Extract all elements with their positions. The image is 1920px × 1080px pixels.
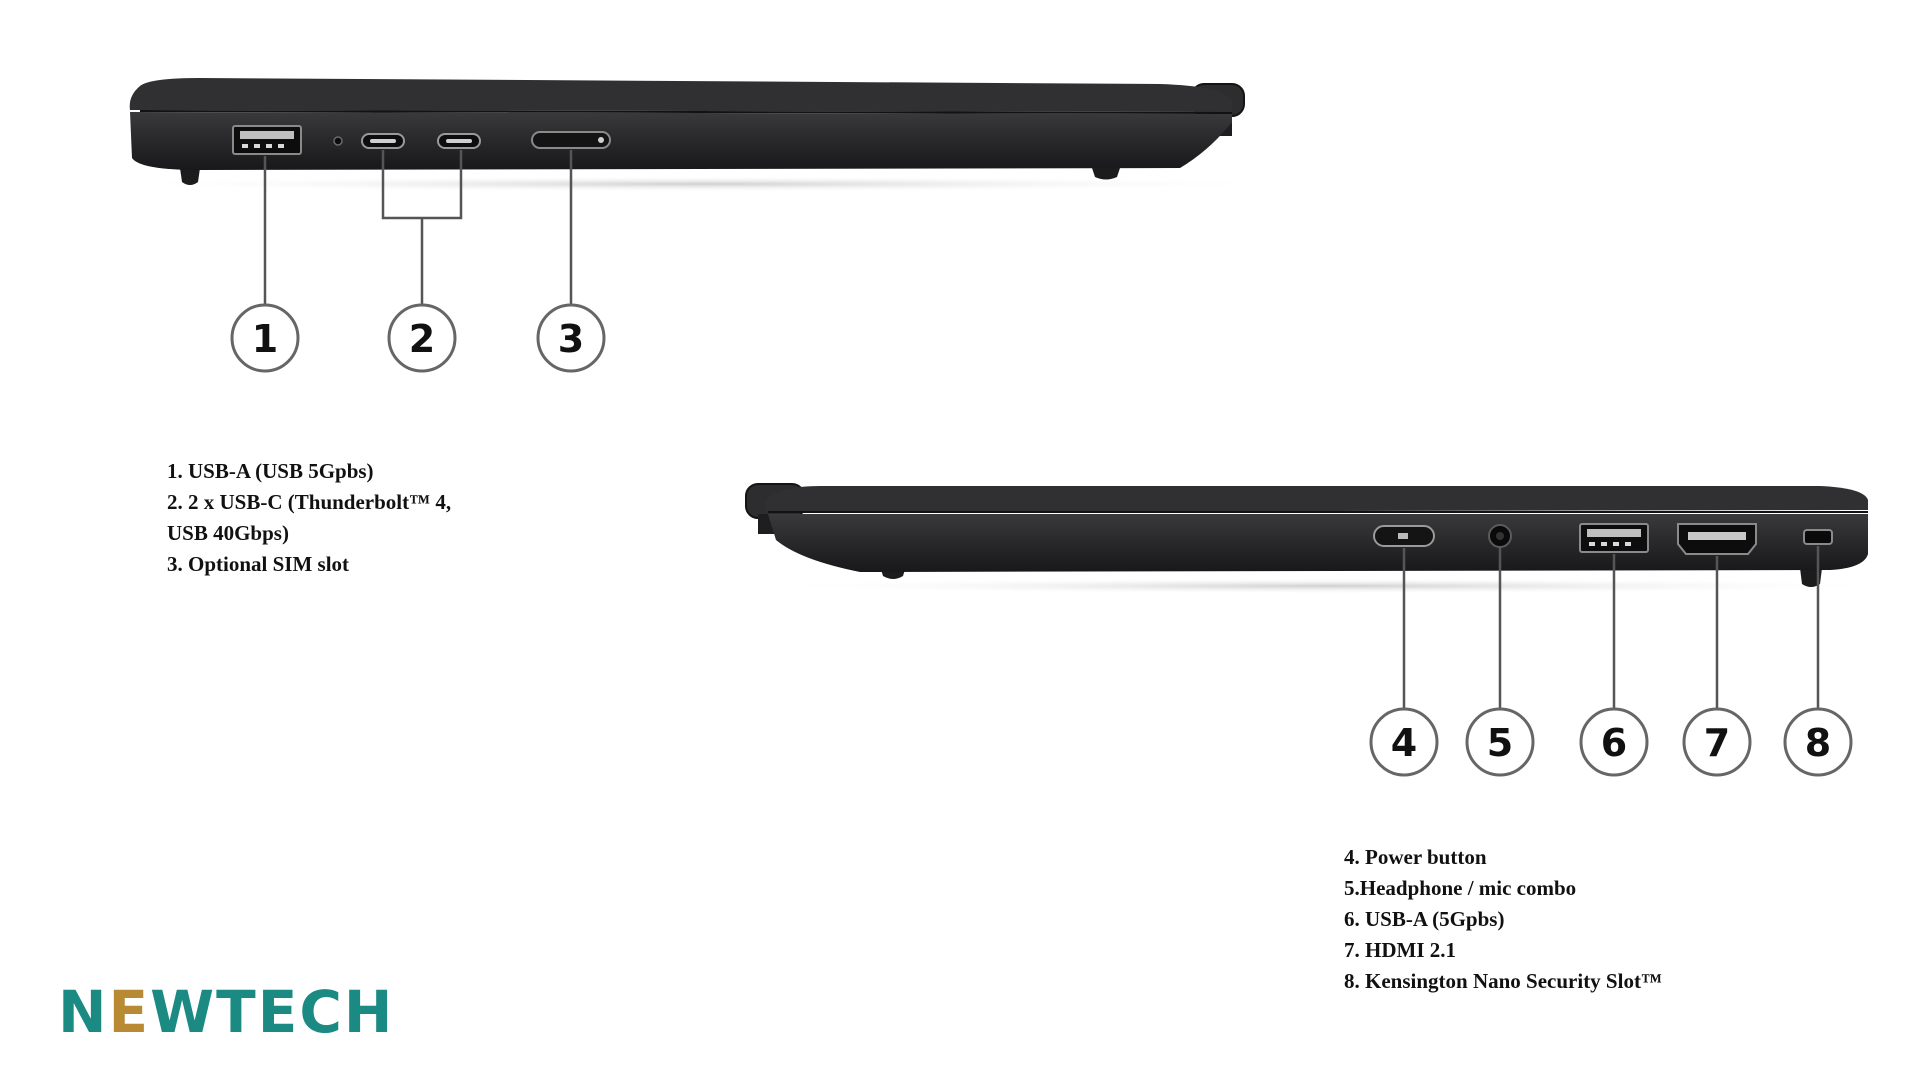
foot-right-2 [1800,568,1822,587]
callout-circle-3 [536,303,606,373]
usb-c-tongue-1 [370,139,396,143]
usb-a-port-left [232,125,302,155]
legend-item-6: 6. USB-A (5Gpbs) [1344,907,1505,931]
newtech-logo: NEWTECH [58,978,394,1046]
leader-lines-left [263,150,573,305]
callout-number-4: 4 [1391,721,1417,765]
laptop-left-side [100,78,1300,192]
usb-a-pins-right [1589,542,1631,546]
callout-6: 6 [1579,707,1649,777]
usb-a-pins-left [242,144,284,148]
legend-right: 4. Power button 5.Headphone / mic combo … [1344,842,1764,997]
hdmi-tongue [1688,532,1746,540]
laptop-base-left [130,112,1232,170]
sim-slot [531,131,611,149]
callout-number-1: 1 [252,317,278,361]
laptop-shadow-right [750,578,1910,594]
callouts-right: 4 5 6 7 8 [1369,707,1853,777]
legend-item-7: 7. HDMI 2.1 [1344,938,1456,962]
callout-8: 8 [1783,707,1853,777]
callout-number-5: 5 [1487,721,1513,765]
callout-1: 1 [230,303,300,373]
callout-number-7: 7 [1704,721,1730,765]
callout-5: 5 [1465,707,1535,777]
kensington-slot [1803,529,1833,545]
legend-item-2-continued: USB 40Gbps) [167,521,289,545]
callout-circle-4 [1369,707,1439,777]
callout-number-6: 6 [1601,721,1627,765]
legend-item-4: 4. Power button [1344,845,1487,869]
logo-text: NEWTECH [58,978,394,1046]
callout-number-8: 8 [1805,721,1831,765]
callout-circle-2 [387,303,457,373]
laptop-lid-left [129,78,1233,112]
laptop-right-side [745,483,1910,594]
lid-seam-left [139,110,1233,114]
callout-number-2: 2 [409,317,435,361]
foot-left-1 [180,168,200,185]
legend-item-2: 2. 2 x USB-C (Thunderbolt™ 4, [167,490,452,514]
callout-circle-1 [230,303,300,373]
leader-lines-right [1402,546,1820,710]
callout-circle-7 [1682,707,1752,777]
legend-left: 1. USB-A (USB 5Gpbs) 2. 2 x USB-C (Thund… [167,456,507,580]
callout-circle-5 [1465,707,1535,777]
legend-item-8: 8. Kensington Nano Security Slot™ [1344,969,1662,993]
callout-3: 3 [536,303,606,373]
callout-circle-6 [1579,707,1649,777]
callout-7: 7 [1682,707,1752,777]
callout-circle-8 [1783,707,1853,777]
status-led-left [333,136,343,146]
callout-4: 4 [1369,707,1439,777]
logo-letter-e: E [108,978,151,1046]
usb-a-port-right [1579,523,1649,553]
callout-2: 2 [387,303,457,373]
headphone-jack-core [1496,532,1504,540]
usb-c-tongue-2 [446,139,472,143]
sim-eject-hole [598,137,604,143]
legend-item-3: 3. Optional SIM slot [167,552,350,576]
usb-a-tongue-right [1587,529,1641,537]
legend-item-1: 1. USB-A (USB 5Gpbs) [167,459,374,483]
callouts-left: 1 2 3 [230,303,606,373]
legend-item-5: 5.Headphone / mic combo [1344,876,1577,900]
logo-letters-wtech: WTECH [150,978,395,1046]
foot-left-2 [1092,168,1120,180]
laptop-shadow-left [100,176,1300,192]
power-button-indicator [1398,533,1408,539]
callout-number-3: 3 [558,317,584,361]
laptop-lid-right [766,486,1868,512]
logo-letter-n: N [58,978,109,1046]
usb-a-tongue-left [240,131,294,139]
